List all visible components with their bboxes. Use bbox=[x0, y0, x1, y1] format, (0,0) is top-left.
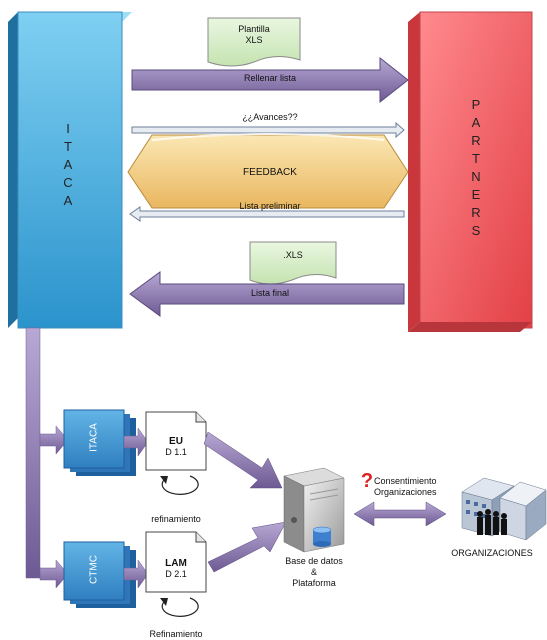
lam-doc bbox=[145, 531, 207, 617]
partners-letter: P bbox=[471, 97, 481, 112]
partners-letter: A bbox=[471, 115, 481, 130]
feedback-label: FEEDBACK bbox=[243, 167, 297, 178]
eu-doc bbox=[145, 411, 207, 495]
partners-label: P A R T N E R S bbox=[466, 96, 486, 240]
partners-letter: S bbox=[471, 223, 481, 238]
itaca-stack bbox=[63, 409, 149, 476]
arrow-rellenar bbox=[131, 56, 409, 104]
arrow-preliminar bbox=[129, 206, 405, 222]
refinamiento-label-1: refinamiento bbox=[151, 514, 201, 524]
avances-label: ¿¿Avances?? bbox=[242, 112, 298, 122]
partners-letter: T bbox=[472, 151, 480, 166]
xls-label: .XLS bbox=[283, 250, 303, 260]
final-label: Lista final bbox=[250, 288, 290, 298]
itaca-letter: T bbox=[64, 139, 72, 154]
preliminar-label: Lista preliminar bbox=[239, 201, 301, 211]
itaca-letter: A bbox=[63, 157, 73, 172]
rellenar-label: Rellenar lista bbox=[243, 73, 297, 83]
lam-doc-sub: D 2.1 bbox=[165, 569, 187, 579]
arrow-final bbox=[129, 271, 405, 317]
partners-letter: E bbox=[471, 187, 481, 202]
partners-letter: R bbox=[471, 133, 481, 148]
server-icon bbox=[283, 467, 345, 553]
arrow-server-orgs bbox=[353, 501, 447, 527]
ctmc-box-label: CTMC bbox=[88, 555, 100, 584]
orgs-label: ORGANIZACIONES bbox=[451, 548, 533, 558]
xls-doc bbox=[249, 241, 337, 285]
eu-doc-sub: D 1.1 bbox=[165, 447, 187, 457]
arrow-eu-server bbox=[203, 431, 283, 489]
refinamiento-label-2: Refinamiento bbox=[149, 629, 203, 639]
itaca-letter: C bbox=[63, 175, 73, 190]
feedback-banner bbox=[127, 133, 409, 209]
partners-block bbox=[408, 11, 533, 332]
eu-doc-label: EU D 1.1 bbox=[146, 436, 206, 458]
arrow-avances bbox=[131, 121, 405, 139]
ctmc-stack bbox=[63, 541, 149, 608]
eu-doc-title: EU bbox=[169, 436, 183, 447]
connector-down bbox=[25, 327, 69, 589]
itaca-box-label: ITACA bbox=[88, 423, 100, 452]
plantilla-label: Plantilla XLS bbox=[238, 24, 270, 45]
partners-letter: R bbox=[471, 205, 481, 220]
arrow-lam-server bbox=[207, 521, 287, 573]
partners-letter: N bbox=[471, 169, 481, 184]
itaca-letter: I bbox=[66, 121, 70, 136]
consent-label: Consentimiento Organizaciones bbox=[374, 476, 437, 497]
lam-doc-title: LAM bbox=[165, 558, 187, 569]
server-label: Base de datos & Plataforma bbox=[285, 556, 343, 588]
itaca-block bbox=[8, 11, 132, 329]
organizations-icon bbox=[461, 477, 547, 541]
itaca-letter: A bbox=[63, 193, 73, 208]
plantilla-doc bbox=[207, 17, 301, 67]
question-mark: ? bbox=[360, 470, 374, 492]
lam-doc-label: LAM D 2.1 bbox=[146, 558, 206, 580]
itaca-label: I T A C A bbox=[58, 120, 78, 210]
